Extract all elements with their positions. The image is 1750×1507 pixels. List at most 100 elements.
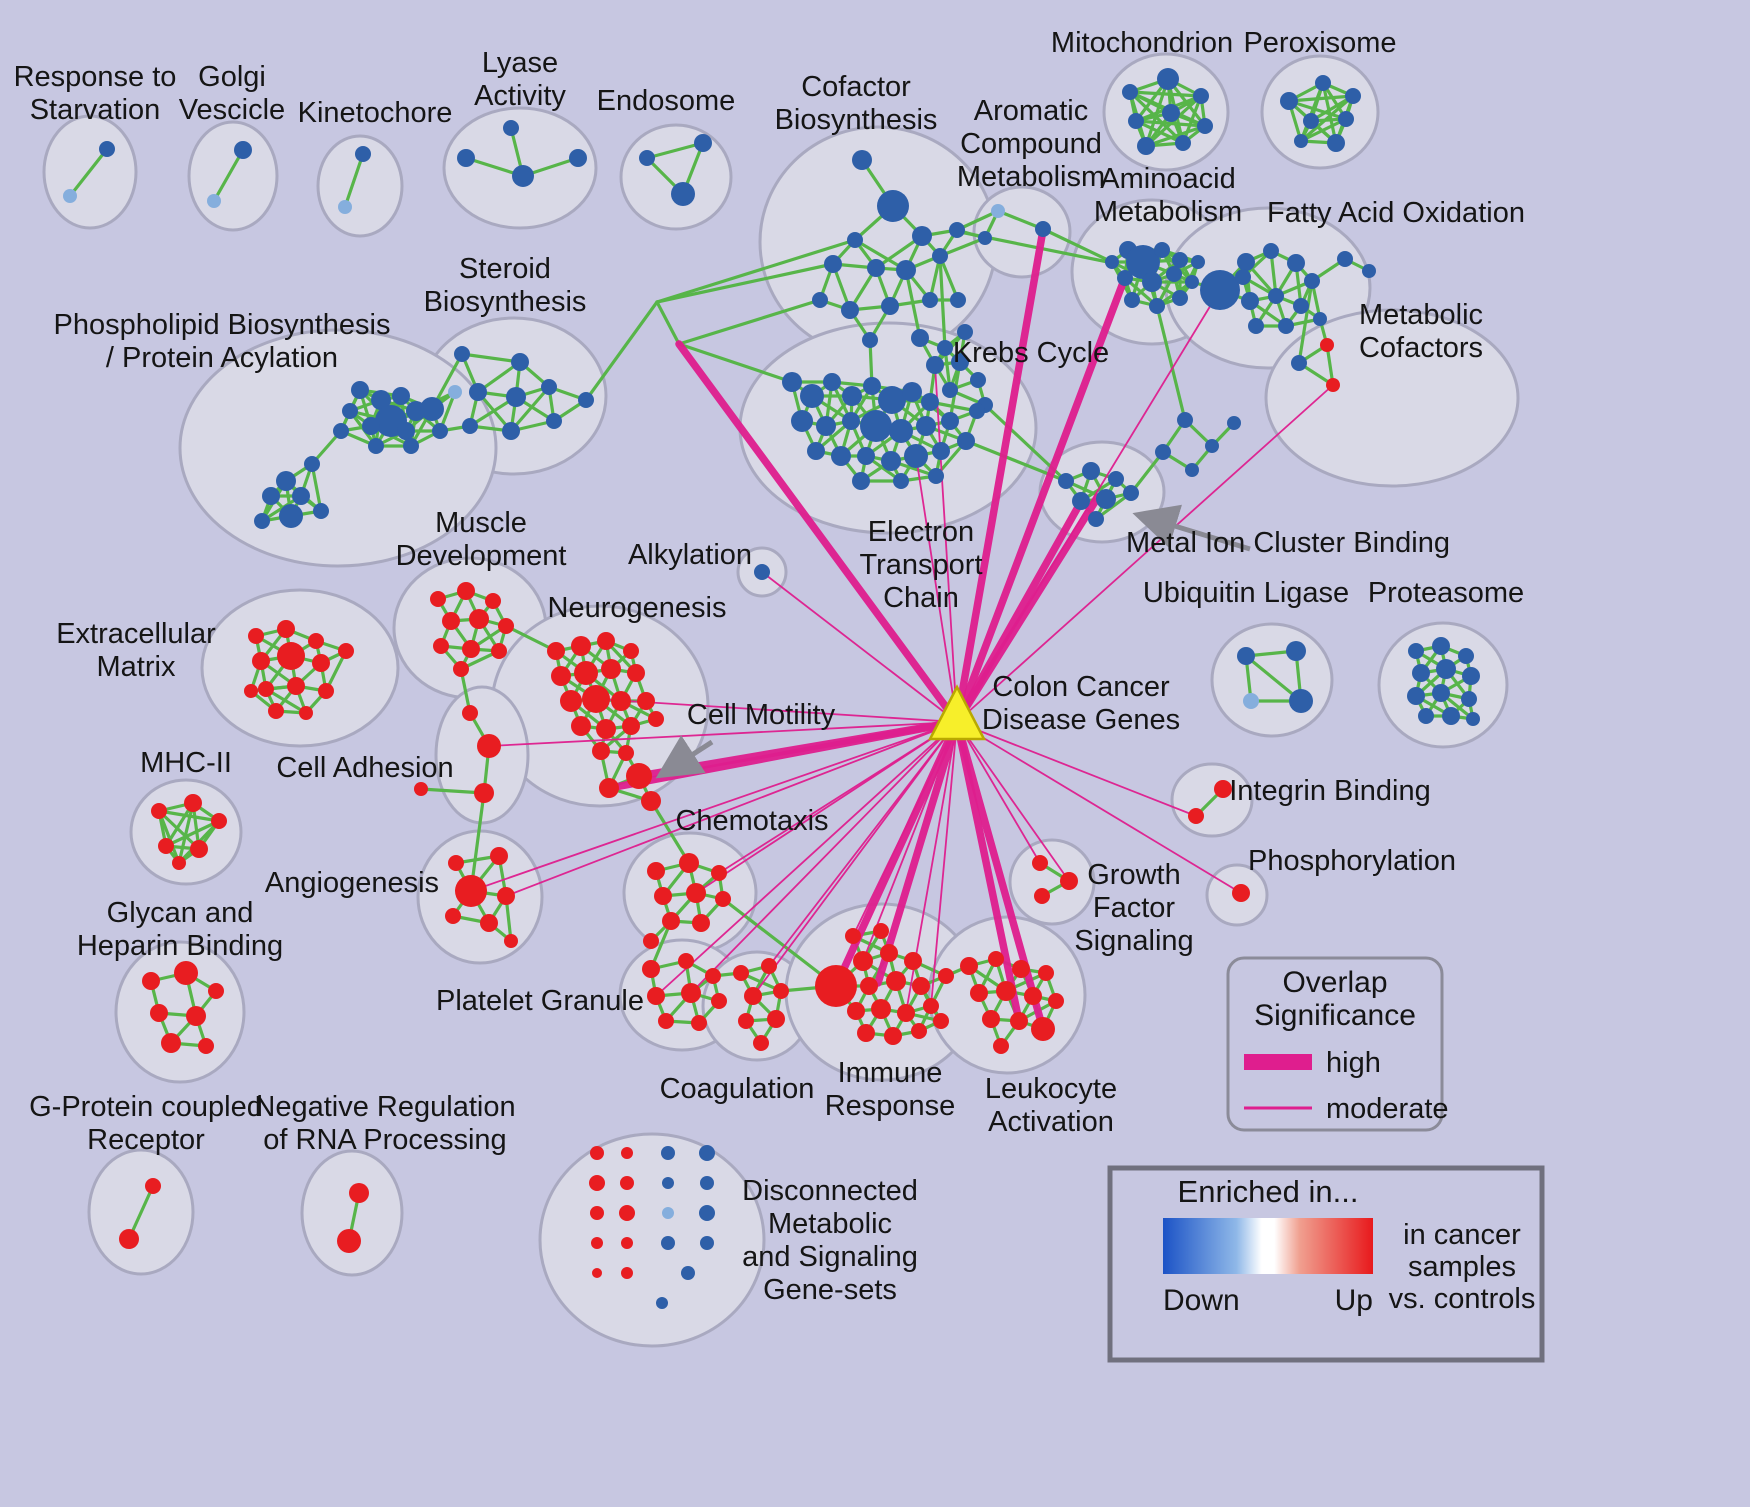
gene-set-node-mhc-ii xyxy=(190,840,208,858)
legend-down-label: Down xyxy=(1163,1284,1240,1317)
gene-set-node-krebs-cycle xyxy=(942,382,958,398)
gene-set-node-electron-transport-chain xyxy=(957,432,975,450)
gene-set-node-steroid-biosynthesis xyxy=(469,383,487,401)
gene-set-node-proteasome xyxy=(1462,667,1480,685)
label-glycan-heparin-binding: Glycan and xyxy=(107,897,254,929)
gene-set-node-cofactor-biosynthesis xyxy=(824,255,842,273)
gene-set-node-disconnected-gene-sets xyxy=(590,1206,604,1220)
label-disconnected-gene-sets: and Signaling xyxy=(742,1241,918,1273)
green-edge xyxy=(584,300,659,402)
label-colon-cancer-disease-genes: Colon Cancer xyxy=(992,671,1170,703)
gene-set-node-electron-transport-chain xyxy=(842,412,860,430)
gene-set-node-neurogenesis xyxy=(623,643,639,659)
cell-motility-pointer-arrow xyxy=(655,735,714,779)
gene-set-node-electron-transport-chain xyxy=(807,442,825,460)
gene-set-node-lyase-activity xyxy=(512,165,534,187)
gene-set-node-immune-response xyxy=(857,1024,875,1042)
gene-set-node-platelet-granule xyxy=(647,987,665,1005)
gene-set-node-aminoacid-branch xyxy=(1155,444,1171,460)
green-edge xyxy=(645,141,705,160)
green-edge xyxy=(68,147,109,198)
gene-set-node-extracellular-matrix xyxy=(287,677,305,695)
sig-edge-moderate xyxy=(956,721,1070,882)
gene-set-node-cofactor-biosynthesis xyxy=(932,248,948,264)
gene-set-node-phospholipid-biosynthesis xyxy=(371,390,391,410)
label-growth-factor-signaling: Signaling xyxy=(1074,925,1193,957)
gene-set-node-aminoacid-branch xyxy=(1205,439,1219,453)
gene-set-node-electron-transport-chain xyxy=(893,473,909,489)
gene-set-node-disconnected-gene-sets xyxy=(591,1237,603,1249)
gene-set-node-krebs-cycle xyxy=(951,353,969,371)
gene-set-node-cofactor-biosynthesis xyxy=(949,222,965,238)
green-edge xyxy=(157,809,181,865)
label-kinetochore: Kinetochore xyxy=(298,97,453,129)
gene-set-node-electron-transport-chain xyxy=(881,451,901,471)
sig-edge-high xyxy=(874,718,961,987)
gene-set-node-proteasome xyxy=(1418,708,1434,724)
label-immune-response: Response xyxy=(825,1090,956,1122)
gene-set-node-electron-transport-chain xyxy=(860,410,892,442)
gene-set-node-neurogenesis xyxy=(627,664,645,682)
colon-cancer-hub-triangle xyxy=(927,684,987,741)
gene-set-node-cofactor-biosynthesis xyxy=(847,232,863,248)
gene-set-node-immune-response xyxy=(845,928,861,944)
gene-set-node-leukocyte-activation xyxy=(988,951,1004,967)
gene-set-node-krebs-cycle xyxy=(926,356,944,374)
label-extracellular-matrix: Matrix xyxy=(97,651,176,683)
gene-set-node-phosphorylation xyxy=(1232,884,1250,902)
gene-set-node-angiogenesis xyxy=(448,855,464,871)
gene-set-node-neurogenesis xyxy=(611,691,631,711)
gene-set-node-muscle-development xyxy=(430,591,446,607)
green-edge xyxy=(1321,81,1338,145)
gene-set-node-growth-factor-signaling xyxy=(1032,855,1048,871)
gene-set-node-fatty-acid-oxidation xyxy=(1287,254,1305,272)
label-angiogenesis: Angiogenesis xyxy=(265,867,439,899)
gene-set-node-aminoacid-metabolism xyxy=(1191,255,1205,269)
gene-set-node-coagulation xyxy=(753,1035,769,1051)
enriched-in-legend-title: Enriched in... xyxy=(1178,1174,1359,1209)
sig-edge-high xyxy=(953,503,1082,726)
label-negative-regulation-rna: Negative Regulation xyxy=(254,1091,515,1123)
gene-set-node-phospholipid-biosynthesis xyxy=(362,417,380,435)
gene-set-node-angiogenesis xyxy=(445,908,461,924)
gene-set-node-neurogenesis xyxy=(596,719,616,739)
gene-set-node-angiogenesis xyxy=(490,847,508,865)
gene-set-node-fatty-acid-oxidation xyxy=(1241,292,1259,310)
gene-set-node-phospholipid-biosynthesis xyxy=(448,385,462,399)
gene-set-node-aminoacid-metabolism xyxy=(1154,242,1170,258)
gene-set-node-neurogenesis xyxy=(574,661,598,685)
label-response-to-starvation: Response to xyxy=(14,61,177,93)
gene-set-node-fatty-acid-oxidation xyxy=(1362,264,1376,278)
gene-set-node-mhc-ii xyxy=(211,813,227,829)
gene-set-node-immune-response xyxy=(897,1004,915,1022)
label-steroid-biosynthesis: Steroid xyxy=(459,253,551,285)
gene-set-node-mitochondrion xyxy=(1197,118,1213,134)
gene-set-node-electron-transport-chain xyxy=(889,419,913,443)
gene-set-node-metal-ion-cluster-binding xyxy=(1123,485,1139,501)
gene-set-node-neurogenesis xyxy=(551,666,571,686)
gene-set-node-metal-ion-cluster-binding xyxy=(1072,492,1090,510)
gene-set-node-cofactor-biosynthesis xyxy=(841,301,859,319)
gene-set-node-muscle-development xyxy=(433,638,449,654)
gene-set-node-ubiquitin-ligase xyxy=(1286,641,1306,661)
gene-set-node-peroxisome xyxy=(1315,75,1331,91)
gene-set-node-lyase-activity xyxy=(457,149,475,167)
cluster-ellipse-endosome xyxy=(619,123,733,231)
gene-set-node-neurogenesis xyxy=(626,763,652,789)
gene-set-node-peroxisome xyxy=(1327,134,1345,152)
gene-set-node-immune-response xyxy=(884,1027,902,1045)
label-phosphorylation: Phosphorylation xyxy=(1248,845,1456,877)
gene-set-node-neurogenesis xyxy=(641,791,661,811)
gene-set-node-electron-transport-chain xyxy=(816,416,836,436)
gene-set-node-mhc-ii xyxy=(151,803,167,819)
sig-edge-moderate xyxy=(956,721,1197,817)
gene-set-node-coagulation xyxy=(733,965,749,981)
label-ubiquitin-ligase: Ubiquitin Ligase xyxy=(1143,577,1349,609)
gene-set-node-aminoacid-metabolism xyxy=(1172,290,1188,306)
green-edge xyxy=(1144,124,1207,148)
gene-set-node-disconnected-gene-sets xyxy=(681,1266,695,1280)
gene-set-node-cell-adhesion xyxy=(474,783,494,803)
gene-set-node-immune-response xyxy=(923,998,939,1014)
sig-edge-moderate xyxy=(956,384,1334,723)
gene-set-node-disconnected-gene-sets xyxy=(700,1176,714,1190)
